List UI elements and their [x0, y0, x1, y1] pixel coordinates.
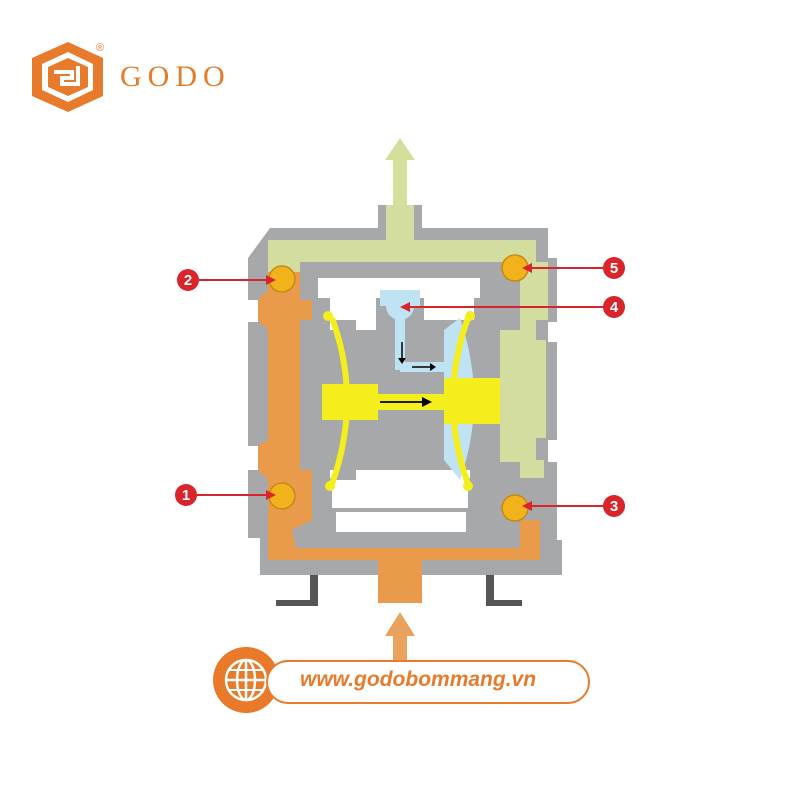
callout-lines — [194, 267, 604, 507]
godo-cube-logo-icon — [32, 42, 103, 112]
callout-2: 2 — [177, 269, 199, 291]
godo-logo — [32, 42, 103, 112]
callout-1-label: 1 — [182, 487, 190, 504]
website-pill[interactable] — [266, 660, 590, 704]
callout-4-label: 4 — [610, 299, 619, 316]
callout-1: 1 — [175, 484, 197, 506]
callout-5: 5 — [603, 257, 625, 279]
brand-name: GODO — [120, 60, 231, 93]
air-valve — [380, 290, 444, 372]
callout-5-label: 5 — [610, 260, 618, 277]
pump-body — [248, 205, 562, 606]
discharge-manifold — [268, 228, 548, 478]
website-url[interactable]: www.godobommang.vn — [300, 668, 537, 691]
upper-chamber — [300, 262, 500, 300]
callout-3: 3 — [603, 495, 625, 517]
ball-valve-3 — [501, 494, 529, 522]
diaphragm-assembly — [322, 311, 500, 491]
discharge-arrow — [385, 138, 415, 205]
callout-2-label: 2 — [184, 272, 192, 289]
left-foot — [276, 575, 318, 606]
callout-4: 4 — [603, 296, 625, 318]
right-foot — [486, 575, 522, 606]
callout-arrowheads — [266, 263, 532, 511]
callout-3-label: 3 — [610, 498, 618, 515]
suction-arrow — [385, 612, 415, 680]
registered-mark: ® — [96, 42, 105, 54]
suction-manifold — [258, 272, 540, 603]
